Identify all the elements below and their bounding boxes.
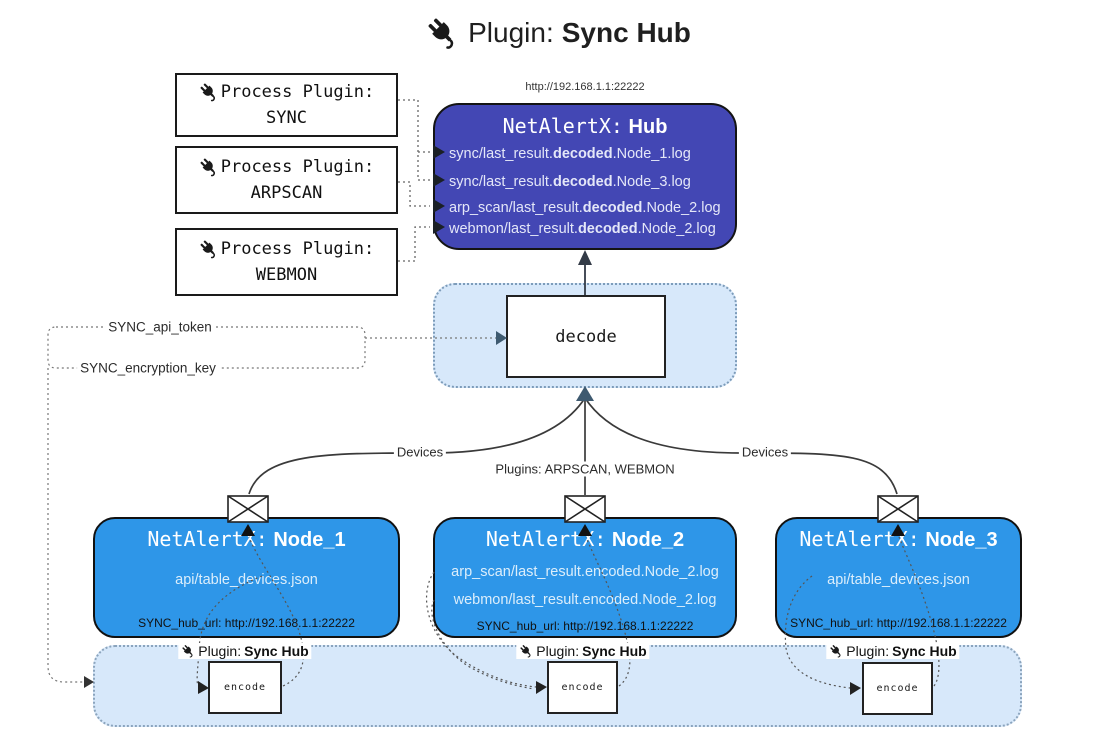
process-plugin-webmon-row: Process Plugin: — [198, 236, 375, 262]
encoder-label-text: Plugin: — [846, 643, 890, 659]
encode-box-2: encode — [547, 661, 618, 714]
node-title-name: Node_2 — [611, 529, 685, 551]
encode-box-3: encode — [862, 662, 933, 715]
plug-icon — [198, 157, 219, 177]
plug-icon — [181, 644, 196, 658]
hub-file-row: webmon/last_result.decoded.Node_2.log — [449, 219, 735, 239]
node-hub-url: SYNC_hub_url: http://192.168.1.1:22222 — [790, 616, 1007, 630]
config-encryption-key-label: SYNC_encryption_key — [77, 360, 219, 376]
node-file: webmon/last_result.encoded.Node_2.log — [453, 592, 717, 608]
node-file: api/table_devices.json — [175, 572, 318, 588]
file-post: .Node_2.log — [642, 200, 721, 216]
node-hub-url: SYNC_hub_url: http://192.168.1.1:22222 — [476, 619, 694, 633]
process-plugin-label: Process Plugin: — [220, 82, 375, 102]
node-file: api/table_devices.json — [827, 572, 970, 588]
edge-label-plugins: Plugins: ARPSCAN, WEBMON — [492, 461, 678, 477]
decode-box: decode — [506, 295, 666, 378]
edge-label-devices-right: Devices — [738, 444, 792, 460]
encoder-label-name: Sync Hub — [582, 643, 647, 659]
node-to-decode-curves — [248, 397, 898, 495]
hub-title: NetAlertX: Hub — [435, 114, 735, 139]
plug-icon — [426, 16, 461, 50]
node-hub-url: SYNC_hub_url: http://192.168.1.1:22222 — [138, 616, 355, 630]
encode-label: encode — [876, 683, 919, 694]
node-file: arp_scan/last_result.encoded.Node_2.log — [451, 564, 719, 580]
hub-title-name: Hub — [628, 116, 668, 138]
node-title: NetAlertX: Node_1 — [95, 527, 398, 552]
file-pre: arp_scan/last_result. — [449, 200, 583, 216]
process-plugin-arpscan-row: Process Plugin: — [198, 154, 375, 180]
hub-box: NetAlertX: Hub sync/last_result.decoded.… — [433, 103, 737, 250]
plug-icon — [198, 82, 219, 102]
file-pre: webmon/last_result. — [449, 221, 578, 237]
hub-url: http://192.168.1.1:22222 — [525, 81, 645, 93]
node-title-prefix: NetAlertX: — [485, 527, 607, 551]
process-plugin-name: SYNC — [266, 108, 307, 128]
encoder-label-2: Plugin: Sync Hub — [516, 643, 650, 659]
node-title: NetAlertX: Node_2 — [435, 527, 735, 552]
process-plugin-label: Process Plugin: — [220, 239, 375, 259]
node-3-box: NetAlertX: Node_3 api/table_devices.json… — [775, 517, 1022, 638]
encode-label: encode — [561, 682, 604, 693]
process-plugin-name: ARPSCAN — [250, 183, 323, 203]
hub-title-prefix: NetAlertX: — [502, 114, 623, 138]
plug-icon — [829, 644, 844, 658]
encoder-label-text: Plugin: — [198, 643, 242, 659]
node-title-prefix: NetAlertX: — [147, 527, 268, 551]
node-title-name: Node_3 — [925, 529, 998, 551]
encoder-label-text: Plugin: — [536, 643, 580, 659]
file-bold: decoded — [552, 174, 613, 190]
encoder-label-name: Sync Hub — [892, 643, 957, 659]
encode-label: encode — [223, 682, 267, 693]
edge-label-devices-left: Devices — [393, 444, 447, 460]
file-post: .Node_2.log — [637, 221, 716, 237]
page-title: Plugin: Sync Hub — [0, 16, 1117, 50]
process-plugin-name: WEBMON — [255, 265, 318, 285]
process-plugin-sync: Process Plugin: SYNC — [175, 73, 398, 137]
encoder-label-1: Plugin: Sync Hub — [178, 643, 312, 659]
hub-file-row: sync/last_result.decoded.Node_1.log — [449, 144, 735, 164]
file-bold: decoded — [582, 200, 643, 216]
encoder-label-name: Sync Hub — [244, 643, 309, 659]
node-title: NetAlertX: Node_3 — [777, 527, 1020, 552]
file-post: .Node_3.log — [612, 174, 691, 190]
plug-icon — [519, 644, 534, 658]
config-api-token-label: SYNC_api_token — [105, 319, 215, 335]
arrow-icon — [576, 386, 594, 401]
file-bold: decoded — [577, 221, 638, 237]
encode-box-1: encode — [208, 661, 282, 714]
process-plugin-webmon: Process Plugin: WEBMON — [175, 228, 398, 296]
file-pre: sync/last_result. — [449, 174, 553, 190]
process-plugin-label: Process Plugin: — [220, 157, 375, 177]
node-title-prefix: NetAlertX: — [799, 527, 920, 551]
node-title-name: Node_1 — [273, 529, 346, 551]
encoder-label-3: Plugin: Sync Hub — [826, 643, 960, 659]
plugin-to-hub-connectors — [398, 99, 430, 262]
process-plugin-arpscan: Process Plugin: ARPSCAN — [175, 146, 398, 214]
process-plugin-sync-row: Process Plugin: — [198, 79, 375, 105]
file-bold: decoded — [552, 146, 613, 162]
decode-label: decode — [555, 326, 617, 347]
plug-icon — [198, 239, 219, 259]
title-label: Plugin: — [468, 17, 554, 48]
file-post: .Node_1.log — [612, 146, 691, 162]
hub-file-row: arp_scan/last_result.decoded.Node_2.log — [449, 198, 735, 218]
file-pre: sync/last_result. — [449, 146, 553, 162]
node-2-box: NetAlertX: Node_2 arp_scan/last_result.e… — [433, 517, 737, 638]
hub-file-row: sync/last_result.decoded.Node_3.log — [449, 172, 735, 192]
node-1-box: NetAlertX: Node_1 api/table_devices.json… — [93, 517, 400, 638]
title-name: Sync Hub — [561, 17, 691, 48]
